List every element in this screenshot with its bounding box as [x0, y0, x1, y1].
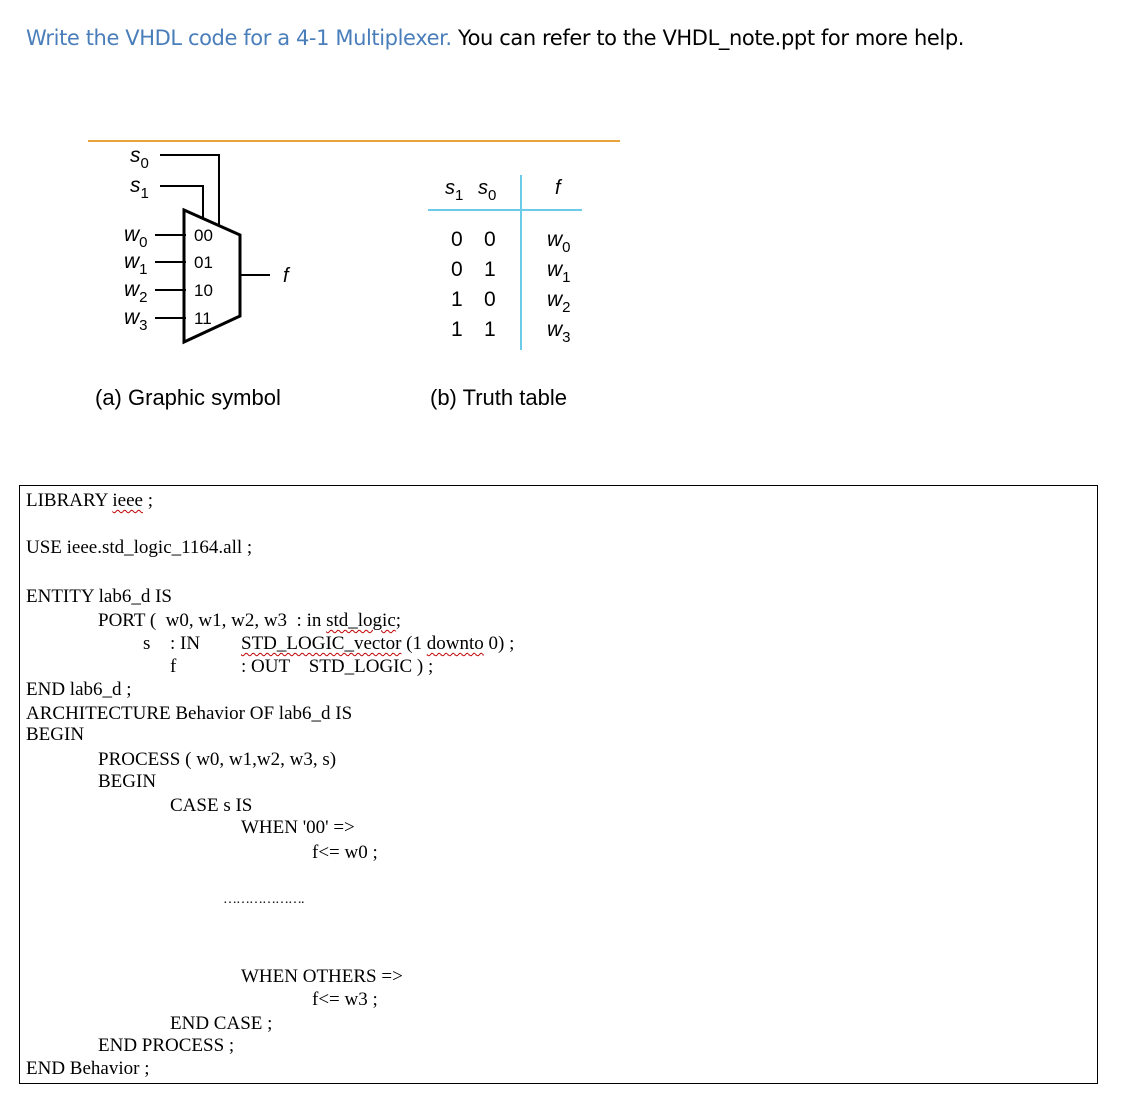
truth-cell: w1: [547, 258, 571, 286]
truth-header-f: f: [555, 177, 563, 199]
code-text: LIBRARY: [26, 490, 113, 511]
truth-cell: 1: [484, 258, 496, 281]
truth-cell: 1: [451, 318, 463, 341]
output-label: f: [283, 265, 291, 287]
code-text: PORT ( w0, w1, w2, w3 : in: [98, 610, 327, 631]
code-text-spell-flag: ieee: [112, 490, 143, 511]
truth-cell: w2: [547, 288, 571, 316]
truth-cell: 0: [451, 228, 463, 251]
port-code-10: 10: [194, 281, 213, 300]
mux-data-inputs: w0 00 w1 01 w2 10 w3 11: [124, 223, 213, 334]
code-line-port-s-type: STD_LOGIC_vector (1 downto 0) ;: [241, 633, 514, 655]
page-heading: Write the VHDL code for a 4-1 Multiplexe…: [26, 26, 964, 50]
code-text: (1: [401, 633, 427, 654]
caption-truth-table: (b) Truth table: [430, 385, 567, 410]
port-code-01: 01: [194, 253, 213, 272]
caption-graphic-symbol: (a) Graphic symbol: [95, 385, 281, 410]
code-line-use: USE ieee.std_logic_1164.all ;: [26, 537, 253, 558]
code-text-spell-flag: downto: [426, 633, 484, 654]
code-line-assign-w3: f<= w3 ;: [312, 989, 378, 1010]
code-text: 0) ;: [483, 633, 515, 654]
code-text-spell-flag: STD_LOGIC_vector: [241, 633, 402, 654]
truth-cell: w3: [547, 318, 571, 346]
code-text: ;: [142, 490, 153, 511]
truth-cell: 0: [451, 258, 463, 281]
figure-top-rule: [88, 140, 620, 142]
truth-cell: 1: [451, 288, 463, 311]
code-line-process-begin: BEGIN: [98, 771, 157, 792]
code-line-port-f-type: : OUT STD_LOGIC ) ;: [241, 656, 434, 677]
code-line-ellipsis: ……………….: [223, 892, 304, 907]
vhdl-code-box: [19, 485, 1098, 1084]
heading-note: You can refer to the VHDL_note.ppt for m…: [451, 26, 965, 50]
code-line-port-s-mode: : IN: [170, 633, 201, 654]
code-line-port-s: s: [143, 633, 151, 654]
code-text-spell-flag: std_logic: [326, 610, 396, 631]
code-line-when-00: WHEN '00' =>: [241, 817, 355, 838]
truth-cell: 1: [484, 318, 496, 341]
code-line-port: PORT ( w0, w1, w2, w3 : in std_logic;: [98, 610, 401, 632]
code-line-process: PROCESS ( w0, w1,w2, w3, s): [98, 749, 337, 770]
truth-header-s0: s0: [478, 177, 496, 204]
port-code-00: 00: [194, 226, 213, 245]
mux-graphic-symbol: s0 s1 w0 00 w1 01 w2 10 w3 11 f: [124, 144, 291, 345]
code-text: ;: [395, 610, 402, 631]
heading-task: Write the VHDL code for a 4-1 Multiplexe…: [26, 26, 452, 50]
port-code-11: 11: [194, 309, 212, 328]
mux-body: [182, 207, 242, 345]
select-label-s1: s1: [130, 174, 149, 202]
select-label-s0: s0: [130, 144, 149, 172]
input-label-w3: w3: [124, 306, 148, 334]
truth-table-header: s1 s0 f: [445, 177, 563, 204]
s0-wire: [160, 154, 220, 226]
code-line-entity: ENTITY lab6_d IS: [26, 586, 172, 607]
code-line-end-process: END PROCESS ;: [98, 1035, 235, 1056]
truth-cell: 0: [484, 288, 496, 311]
code-line-end-case: END CASE ;: [170, 1013, 273, 1034]
input-label-w2: w2: [124, 278, 148, 306]
truth-cell: w0: [547, 228, 571, 256]
s1-wire: [160, 185, 204, 218]
code-line-architecture: ARCHITECTURE Behavior OF lab6_d IS: [26, 703, 353, 724]
truth-cell: 0: [484, 228, 496, 251]
code-line-port-f: f: [170, 656, 177, 677]
code-line-begin: BEGIN: [26, 724, 85, 745]
input-label-w1: w1: [124, 250, 148, 278]
code-line-when-others: WHEN OTHERS =>: [241, 966, 403, 987]
code-line-end-behavior: END Behavior ;: [26, 1058, 150, 1079]
code-line-end-entity: END lab6_d ;: [26, 679, 132, 700]
input-label-w0: w0: [124, 223, 148, 251]
code-line-assign-w0: f<= w0 ;: [312, 842, 378, 863]
truth-header-s1: s1: [445, 177, 463, 204]
code-line-case: CASE s IS: [170, 795, 253, 816]
code-line-library: LIBRARY ieee ;: [26, 490, 153, 512]
